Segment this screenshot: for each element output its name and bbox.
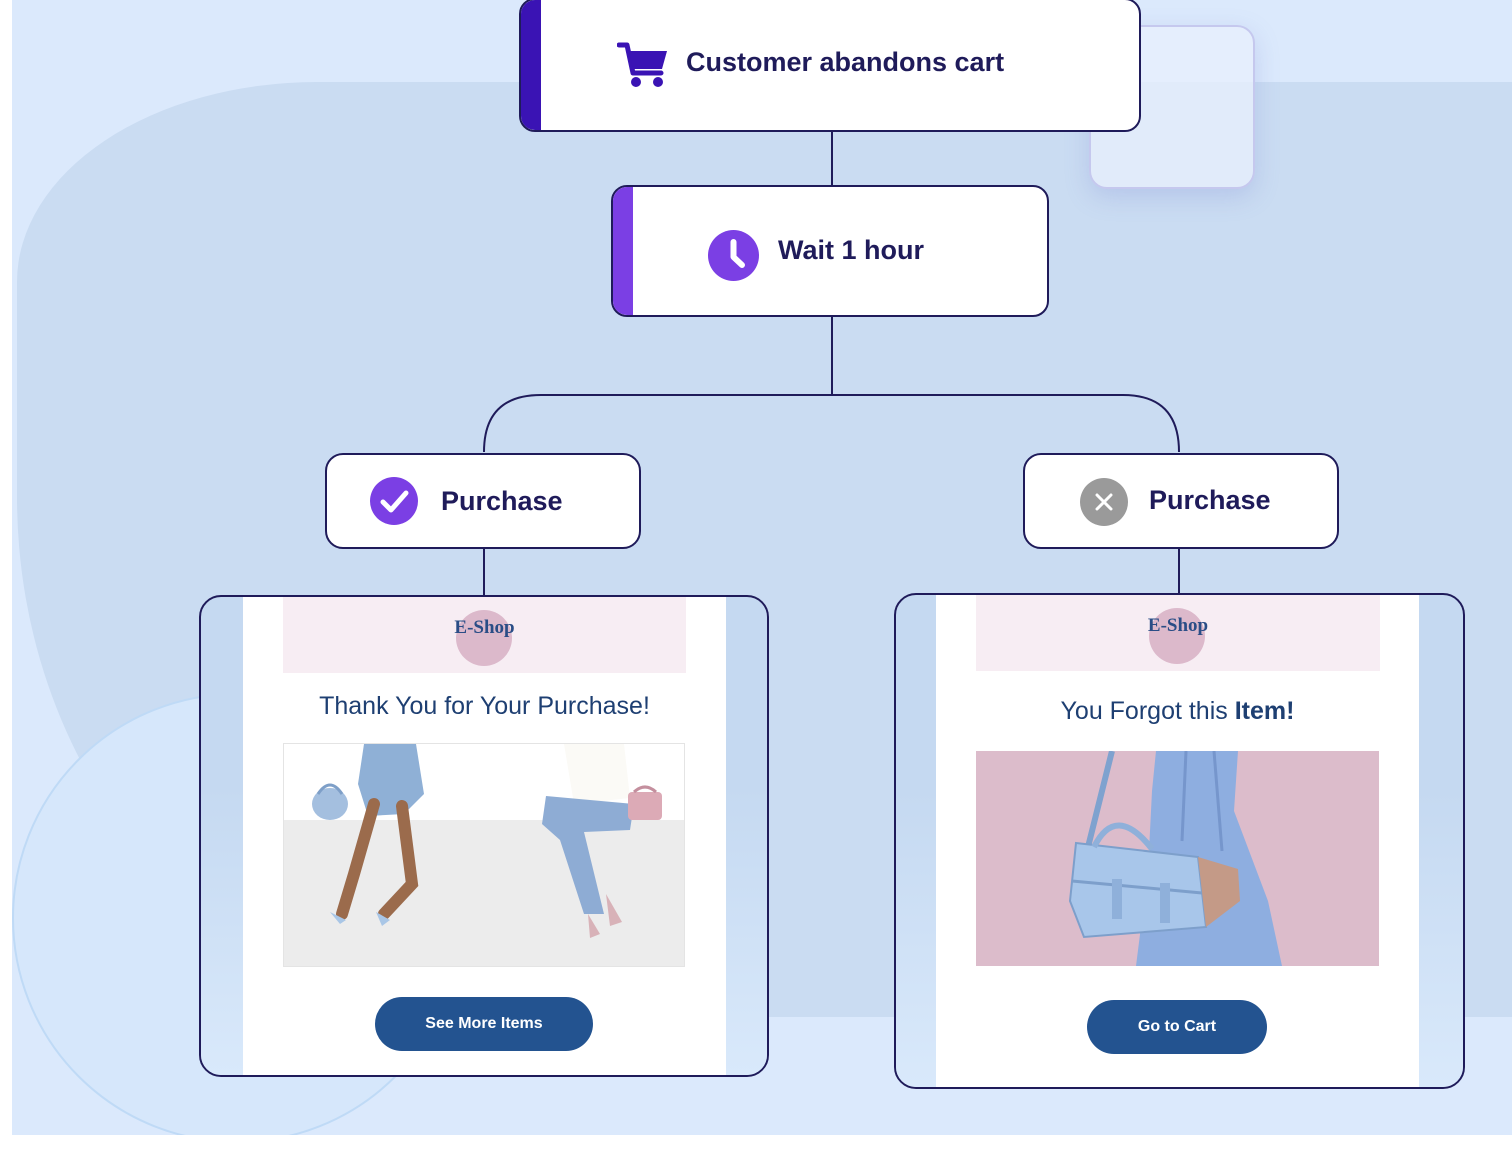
blue-handbag-photo [976,751,1379,966]
x-circle-icon [1080,478,1128,526]
clock-icon [708,230,759,281]
branch-purchased-node[interactable] [325,453,641,549]
email-title: You Forgot this Item! [936,697,1419,726]
wait-accent-bar [613,187,633,315]
connector-branch-right [832,394,1180,453]
two-women-seated-fashion-photo [283,743,685,967]
check-circle-icon [370,477,418,525]
brand-name: E-Shop [454,617,515,638]
email-body: E-Shop You Forgot this Item! Go to Cart [936,595,1419,1087]
brand-logo-dot [456,610,512,666]
go-to-cart-button[interactable]: Go to Cart [1087,1000,1267,1054]
handbag [1068,841,1208,939]
connector-branch-left [483,394,832,453]
trigger-label: Customer abandons cart [686,47,1005,77]
brand-name: E-Shop [1147,615,1209,636]
abandoned-cart-email-card[interactable]: E-Shop You Forgot this Item! Go to Cart [894,593,1465,1089]
email-body: E-Shop Thank You for Your Purchase! [243,597,726,1075]
branch-not-purchased-label: Purchase [1149,485,1271,515]
wait-label: Wait 1 hour [778,235,924,265]
seated-woman-right [542,744,662,938]
thank-you-email-card[interactable]: E-Shop Thank You for Your Purchase! [199,595,769,1077]
trigger-node[interactable] [519,0,1141,132]
email-title-emphasis: Item! [1234,697,1295,725]
branch-not-purchased-node[interactable] [1023,453,1339,549]
wait-node[interactable] [611,185,1049,317]
email-title: Thank You for Your Purchase! [319,692,650,720]
see-more-items-button[interactable]: See More Items [375,997,593,1051]
branch-purchased-label: Purchase [441,486,563,516]
shopping-cart-icon [617,42,667,87]
email-header: E-Shop [976,595,1380,671]
email-header: E-Shop [283,597,686,673]
trigger-accent-bar [521,0,541,130]
brand-logo-dot [1149,608,1205,664]
email-title-plain: You Forgot this [1060,697,1235,725]
seated-woman-left [312,744,424,926]
